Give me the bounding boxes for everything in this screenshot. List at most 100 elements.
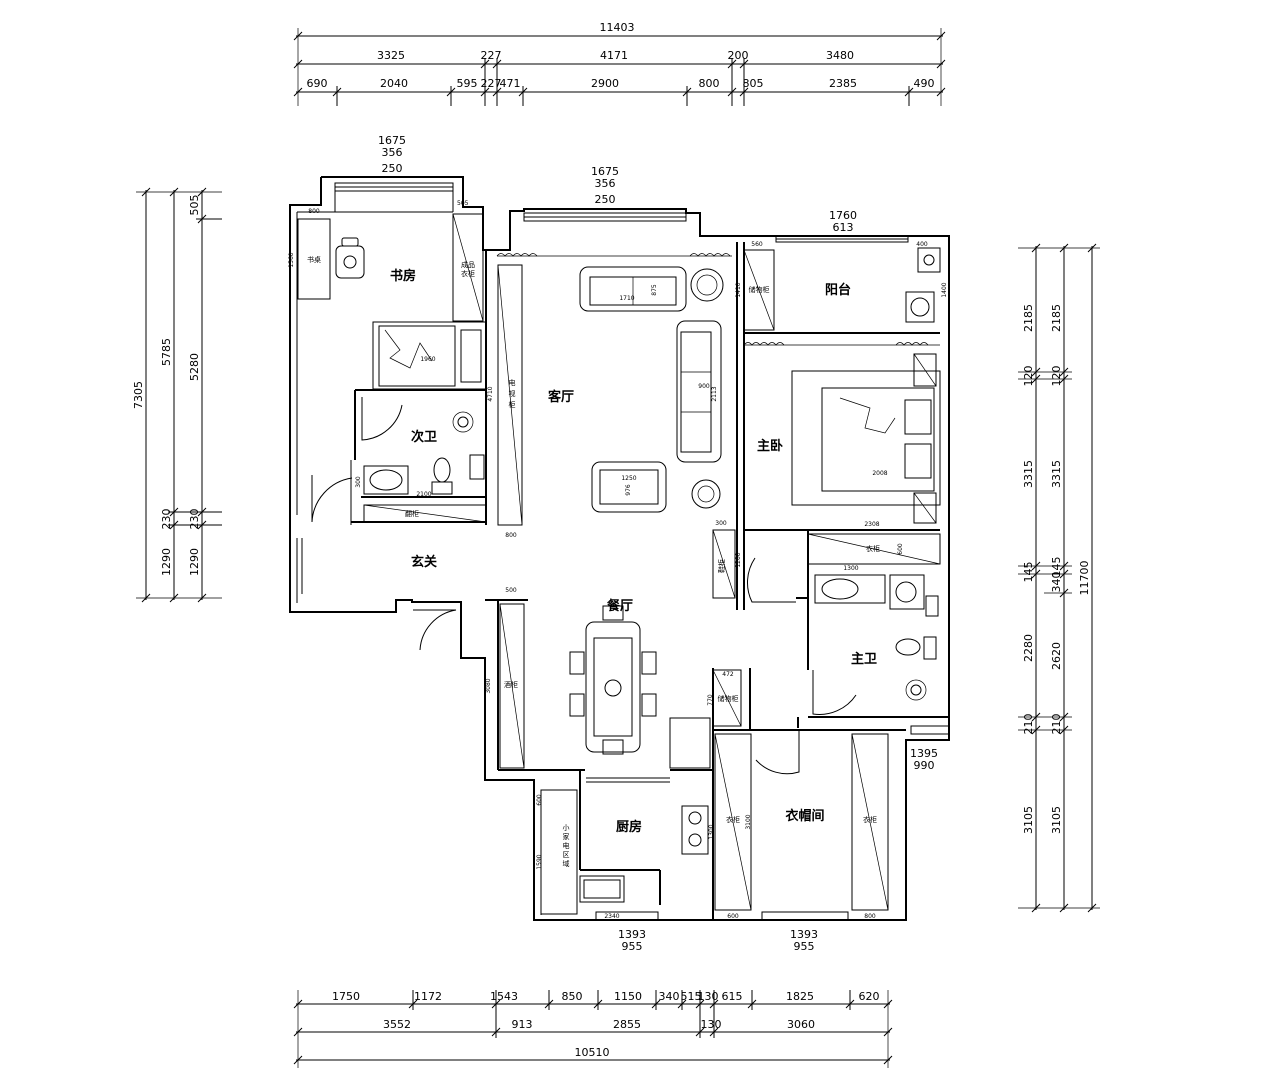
inner-d1200: 1200 — [735, 552, 742, 567]
room-master-bed: 主卧 — [757, 438, 783, 454]
inner-d1300: 1300 — [843, 565, 858, 572]
inner-d2308: 2308 — [864, 521, 879, 528]
master-vanity — [814, 574, 886, 604]
dim-right-b1: 2185 — [1050, 304, 1063, 332]
living-sofa — [676, 320, 722, 463]
dim-win-balcony-2: 613 — [833, 221, 854, 234]
label-wardrobe-b: 衣柜 — [461, 269, 475, 278]
dim-top-r2-2: 227 — [481, 49, 502, 62]
kitchen-sink — [579, 875, 625, 903]
label-appl-3: 电 — [563, 841, 570, 850]
inner-d1400: 1400 — [941, 282, 948, 297]
dim-right-b3: 3315 — [1050, 460, 1063, 488]
inner-d1560: 1560 — [288, 252, 295, 267]
master-shower — [905, 679, 927, 701]
inner-d1410: 1410 — [735, 282, 742, 297]
dim-top-r3-1: 690 — [307, 77, 328, 90]
inner-d600c: 600 — [897, 543, 904, 555]
furniture — [297, 213, 941, 915]
dim-right-a2: 120 — [1022, 366, 1035, 387]
dim-win-study-3: 250 — [382, 162, 403, 175]
wine-cabinet — [499, 603, 525, 769]
inner-d500: 500 — [505, 587, 517, 594]
dim-right-a6: 210 — [1022, 714, 1035, 735]
dim-bot-r1-9: 615 — [722, 990, 743, 1003]
dim-left-b4: 1290 — [188, 548, 201, 576]
room-dining: 餐厅 — [606, 598, 633, 614]
dim-top-r3-9: 2385 — [829, 77, 857, 90]
room-living: 客厅 — [548, 389, 574, 405]
dim-right-total: 11700 — [1078, 561, 1091, 596]
dim-top-r3-6: 2900 — [591, 77, 619, 90]
room-guest-bath: 次卫 — [411, 429, 437, 445]
window-dimensions: 1675 356 250 1675 356 250 1760 613 1395 … — [378, 134, 938, 953]
dim-right-a1: 2185 — [1022, 304, 1035, 332]
inner-d3080: 3080 — [485, 678, 492, 693]
cloak-closet-right — [851, 733, 889, 911]
dim-left-b1: 505 — [188, 195, 201, 216]
inner-d770: 770 — [707, 694, 714, 706]
dim-top-r3-7: 800 — [699, 77, 720, 90]
stove — [681, 805, 709, 855]
dim-top-r3-4: 227 — [481, 77, 502, 90]
inner-d2100: 2100 — [416, 491, 431, 498]
inner-d472: 472 — [722, 671, 734, 678]
inner-d600a: 600 — [536, 794, 543, 806]
inner-d2008: 2008 — [872, 470, 887, 477]
room-labels: 书房 次卫 客厅 阳台 主卧 玄关 餐厅 主卫 厨房 衣帽间 — [390, 268, 877, 835]
dim-bot-total: 10510 — [575, 1046, 610, 1059]
inner-d800b: 800 — [864, 913, 876, 920]
guest-toilet — [431, 457, 453, 495]
dim-bot-r1-3: 1543 — [490, 990, 518, 1003]
dim-bot-r2-4: 130 — [701, 1018, 722, 1031]
dim-right-b4: 145 — [1050, 557, 1063, 578]
balcony-storage — [743, 249, 775, 331]
label-appl-4: 区 — [563, 851, 570, 859]
dim-top-r2-1: 3325 — [377, 49, 405, 62]
inner-d300: 300 — [715, 520, 727, 527]
inner-d560: 560 — [751, 241, 763, 248]
guest-vanity — [363, 465, 409, 495]
dim-left-a2: 230 — [160, 509, 173, 530]
dim-top-r3-3: 595 — [457, 77, 478, 90]
room-master-bath: 主卫 — [851, 651, 877, 667]
dim-bot-r1-7: 515 — [681, 990, 702, 1003]
label-tv-a: 电 — [509, 378, 516, 387]
inner-d2340: 2340 — [604, 913, 619, 920]
study-bed — [372, 321, 487, 390]
dim-left-b3: 230 — [188, 509, 201, 530]
dim-win-living-2: 356 — [595, 177, 616, 190]
side-table-bottom — [691, 479, 721, 509]
dim-win-kitchen-1: 1393 — [618, 928, 646, 941]
dim-top-r2-4: 200 — [728, 49, 749, 62]
dim-right-b6: 2620 — [1050, 642, 1063, 670]
dim-bot-r1-6: 340 — [659, 990, 680, 1003]
label-wine: 酒柜 — [504, 680, 518, 689]
dim-left-b2: 5280 — [188, 353, 201, 381]
dim-right-b8: 3105 — [1050, 806, 1063, 834]
guest-shower — [452, 411, 474, 433]
label-tv-c: 柜 — [509, 400, 516, 409]
inner-d3100: 3100 — [745, 814, 752, 829]
inner-d976: 976 — [625, 484, 632, 496]
dim-top-r3-2: 2040 — [380, 77, 408, 90]
side-table-top — [690, 268, 724, 302]
label-appl-1: 小 — [563, 823, 570, 832]
furniture-labels: 书桌 成品 衣柜 电 视 柜 储物柜 衣柜 翻柜 酒柜 小 家 电 区 域 鞋柜… — [307, 255, 880, 868]
doors — [311, 397, 857, 783]
inner-d1250: 1250 — [621, 475, 636, 482]
label-shoe: 鞋柜 — [717, 559, 726, 573]
dim-right-a4: 145 — [1022, 562, 1035, 583]
label-closet: 衣柜 — [866, 544, 880, 553]
label-appl-5: 域 — [563, 859, 570, 868]
label-storage2: 储物柜 — [718, 694, 739, 703]
inner-d2113: 2113 — [711, 386, 718, 401]
dim-left-total: 7305 — [132, 381, 145, 409]
inner-d4710: 4710 — [487, 386, 494, 401]
label-appl-2: 家 — [563, 832, 570, 841]
inner-d900: 900 — [698, 383, 710, 390]
dim-top-r2-3: 4171 — [600, 49, 628, 62]
living-armchair-bottom — [591, 461, 667, 513]
dim-right-b7: 210 — [1050, 714, 1063, 735]
inner-d1300b: 1300 — [708, 824, 715, 839]
